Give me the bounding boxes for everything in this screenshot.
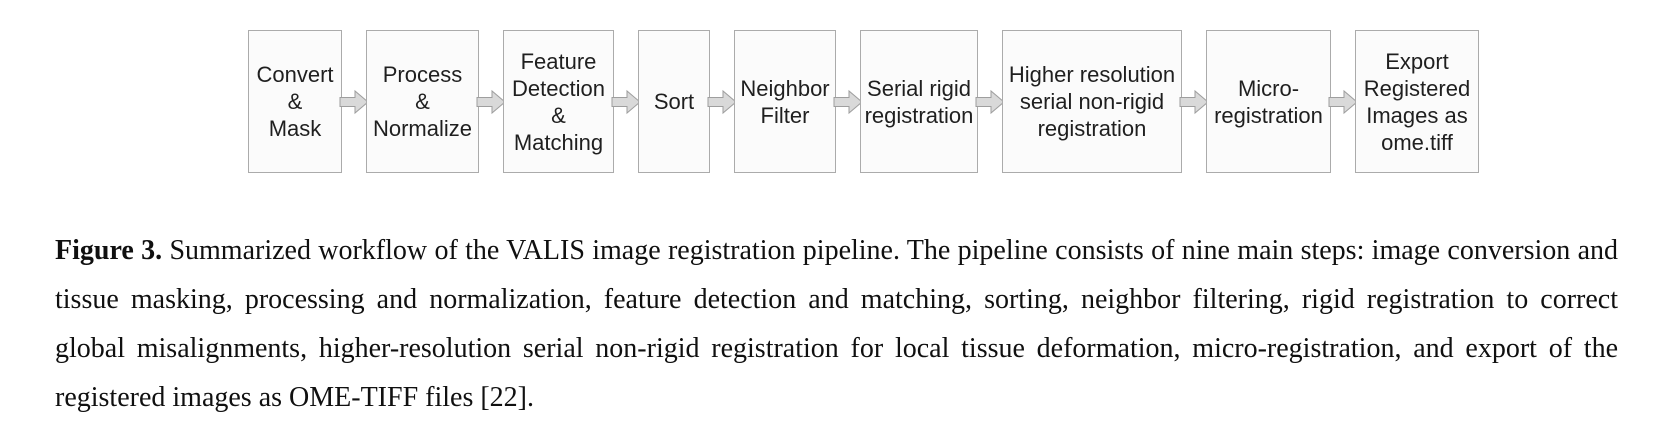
flow-step-label: Micro- registration	[1214, 75, 1323, 128]
workflow-flowchart: Convert & Mask Process & Normalize Featu…	[248, 30, 1479, 173]
flow-arrow-icon	[611, 30, 641, 173]
flow-step-process-normalize: Process & Normalize	[366, 30, 479, 173]
figure-caption: Figure 3. Summarized workflow of the VAL…	[55, 226, 1618, 422]
figure-caption-text: Summarized workflow of the VALIS image r…	[55, 235, 1618, 413]
flow-step-label: Sort	[653, 89, 695, 114]
flow-step-neighbor-filter: Neighbor Filter	[734, 30, 836, 173]
flow-arrow-icon	[833, 30, 863, 173]
flow-arrow-icon	[707, 30, 737, 173]
flow-step-micro-registration: Micro- registration	[1206, 30, 1331, 173]
flow-arrow-icon	[1179, 30, 1209, 173]
flow-step-label: Convert & Mask	[256, 62, 334, 141]
flow-arrow-icon	[1328, 30, 1358, 173]
flow-arrow-icon	[476, 30, 506, 173]
flow-step-serial-rigid-registration: Serial rigid registration	[860, 30, 978, 173]
flow-step-label: Feature Detection & Matching	[512, 48, 605, 155]
flow-step-sort: Sort	[638, 30, 710, 173]
flow-step-export-ome-tiff: Export Registered Images as ome.tiff	[1355, 30, 1479, 173]
flow-step-label: Serial rigid registration	[864, 75, 974, 128]
flow-step-convert-mask: Convert & Mask	[248, 30, 342, 173]
flow-step-feature-detection-matching: Feature Detection & Matching	[503, 30, 614, 173]
flow-arrow-icon	[975, 30, 1005, 173]
flow-step-label: Export Registered Images as ome.tiff	[1363, 48, 1471, 155]
flow-step-higher-resolution-non-rigid: Higher resolution serial non-rigid regis…	[1002, 30, 1182, 173]
flow-step-label: Neighbor Filter	[740, 75, 830, 128]
flow-step-label: Higher resolution serial non-rigid regis…	[1008, 62, 1176, 141]
flow-step-label: Process & Normalize	[372, 62, 473, 141]
figure-caption-label: Figure 3.	[55, 235, 163, 266]
flow-arrow-icon	[339, 30, 369, 173]
